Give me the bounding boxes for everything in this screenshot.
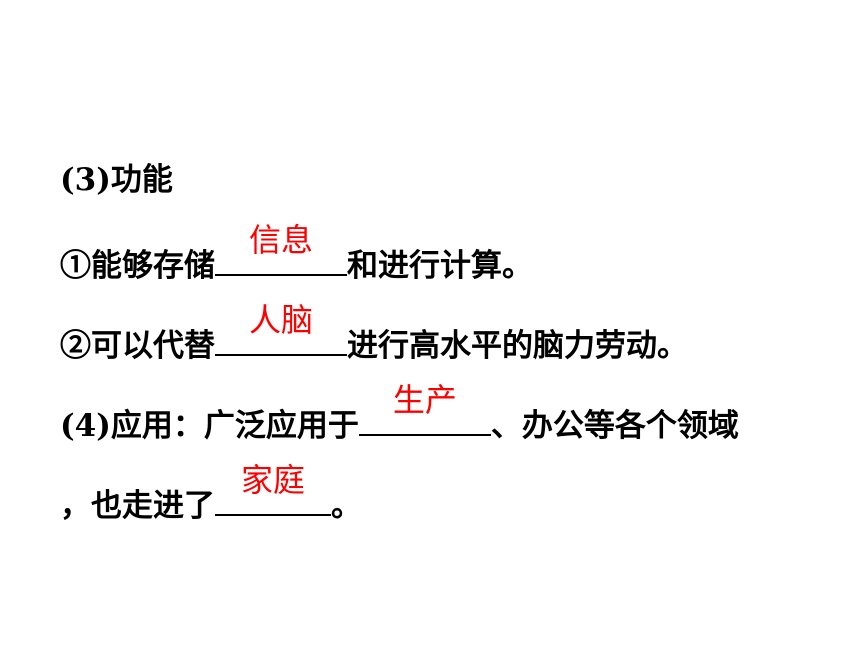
blank-3: 生产	[358, 382, 491, 436]
answer-1: 信息	[248, 221, 313, 259]
section-4-prefix: (4)应用：广泛应用于	[60, 408, 359, 444]
answer-3: 生产	[392, 381, 457, 419]
blank-1: 信息	[215, 222, 347, 276]
blank-2: 人脑	[215, 302, 347, 356]
function-item-1: ①能够存储信息和进行计算。	[60, 222, 533, 286]
section-4-continuation: ，也走进了	[60, 488, 215, 524]
section-4-line-2: ，也走进了家庭。	[60, 462, 362, 526]
answer-2: 人脑	[248, 301, 313, 339]
item-2-suffix: 进行高水平的脑力劳动。	[347, 328, 688, 364]
function-item-2: ②可以代替人脑进行高水平的脑力劳动。	[60, 302, 688, 366]
section-4-middle: 、办公等各个领域	[490, 408, 739, 444]
item-2-prefix: ②可以代替	[60, 328, 215, 364]
section-4-end: 。	[331, 488, 362, 524]
answer-4: 家庭	[240, 461, 305, 499]
section-4-line-1: (4)应用：广泛应用于生产、办公等各个领域	[60, 382, 739, 446]
item-1-prefix: ①能够存储	[60, 248, 215, 284]
section-3-heading: (3)功能	[60, 162, 173, 198]
item-1-suffix: 和进行计算。	[347, 248, 533, 284]
blank-4: 家庭	[215, 462, 331, 516]
